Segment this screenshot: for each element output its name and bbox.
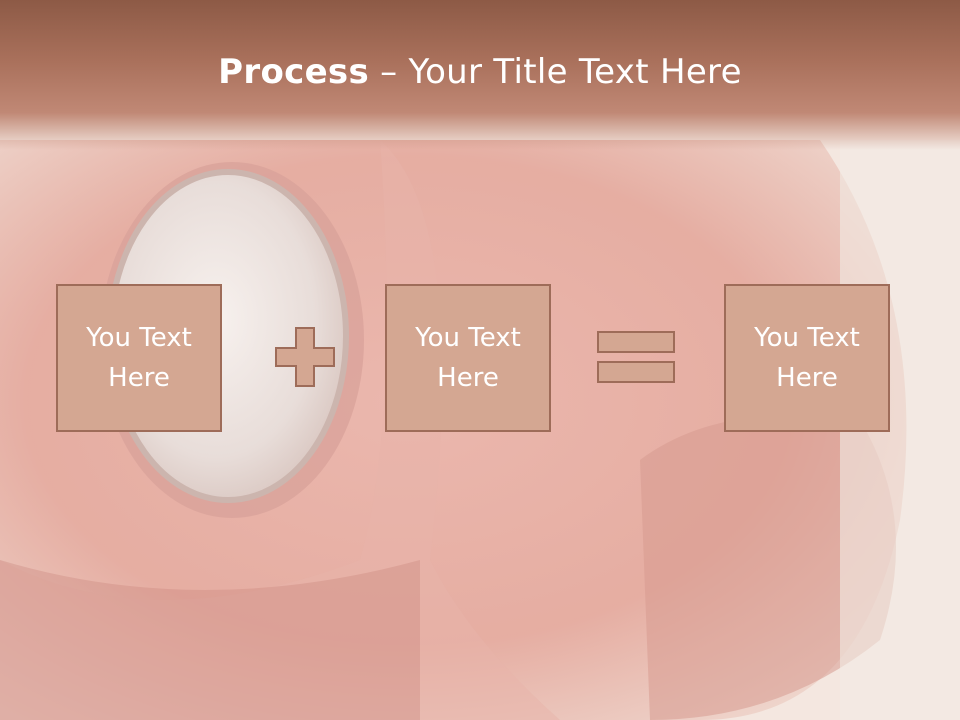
title-band [0, 0, 960, 150]
title-bold: Process [218, 52, 370, 92]
text-box-3: You Text Here [724, 284, 890, 432]
text-box-1: You Text Here [56, 284, 222, 432]
page-title: Process – Your Title Text Here [0, 52, 960, 92]
plus-icon [275, 327, 335, 387]
text-box-2: You Text Here [385, 284, 551, 432]
equals-icon [597, 331, 675, 383]
title-rest: – Your Title Text Here [369, 52, 742, 92]
